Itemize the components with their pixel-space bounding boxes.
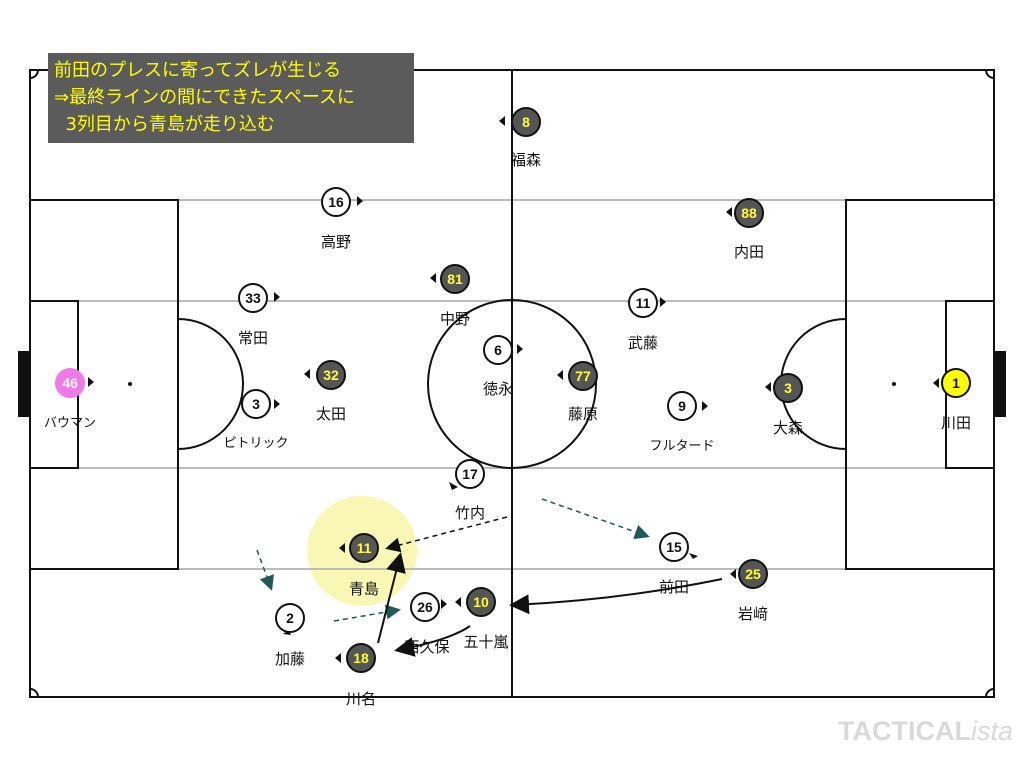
center-circle	[427, 299, 597, 469]
player-name-igarashi: 五十嵐	[463, 633, 509, 651]
player-name-takeuchi: 竹内	[454, 504, 486, 522]
player-token-9: 9	[667, 391, 697, 421]
player-token-10: 10	[466, 587, 496, 617]
player-token-11-white: 11	[628, 288, 658, 318]
player-name-muto: 武藤	[627, 334, 659, 352]
player-token-77: 77	[568, 361, 598, 391]
player-token-46-goalkeeper: 46	[55, 368, 85, 398]
player-token-18: 18	[346, 643, 376, 673]
player-token-26: 26	[410, 592, 440, 622]
annotation-line-3: 3列目から青島が走り込む	[54, 114, 275, 135]
player-name-nakano: 中野	[439, 310, 471, 328]
player-name-fujiwara: 藤原	[567, 405, 599, 423]
left-penalty-arc	[177, 318, 244, 450]
player-name-tokunaga: 徳永	[482, 380, 514, 398]
annotation-line-2: ⇒最終ラインの間にできたスペースに	[54, 87, 355, 108]
left-penalty-area	[29, 199, 179, 570]
player-name-uchida: 内田	[733, 243, 765, 261]
shift-arrow-2	[333, 604, 401, 622]
player-token-15: 15	[659, 532, 689, 562]
player-token-3-dark: 3	[773, 373, 803, 403]
annotation-box: 前田のプレスに寄ってズレが生じる ⇒最終ラインの間にできたスペースに 3列目から…	[48, 53, 414, 143]
player-name-kawana: 川名	[345, 690, 377, 708]
player-token-17: 17	[455, 459, 485, 489]
annotation-line-1: 前田のプレスに寄ってズレが生じる	[54, 60, 342, 81]
player-name-bauman: バウマン	[43, 416, 97, 431]
press-arrow	[541, 498, 650, 540]
player-token-33: 33	[238, 283, 268, 313]
player-token-11-dark: 11	[349, 533, 379, 563]
facing-indicators	[88, 116, 939, 663]
player-token-3-white: 3	[241, 389, 271, 419]
pass-arrow-2	[394, 625, 471, 657]
right-penalty-spot	[892, 382, 896, 386]
player-name-pitrick: ピトリック	[223, 436, 289, 451]
movement-arrows	[256, 498, 723, 657]
player-token-6: 6	[483, 335, 513, 365]
run-arrow	[377, 552, 406, 644]
left-penalty-spot	[128, 382, 132, 386]
left-goal	[18, 351, 30, 417]
dashed-run-arrow	[385, 516, 508, 553]
player-name-fukumori: 福森	[510, 151, 542, 169]
player-token-32: 32	[316, 360, 346, 390]
player-token-81: 81	[440, 264, 470, 294]
player-token-25: 25	[738, 559, 768, 589]
player-token-16: 16	[321, 187, 351, 217]
player-token-88: 88	[734, 198, 764, 228]
player-name-takano: 高野	[320, 233, 352, 251]
player-name-kato: 加藤	[274, 650, 306, 668]
right-goal	[994, 351, 1006, 417]
shift-arrow	[256, 549, 274, 591]
right-penalty-area	[845, 199, 995, 570]
player-name-aoshima: 青島	[348, 580, 380, 598]
player-token-2: 2	[275, 603, 305, 633]
player-name-furtado: フルタード	[649, 439, 715, 454]
player-name-tsuneta: 常田	[237, 329, 269, 347]
player-name-omori: 大森	[772, 419, 804, 437]
player-name-kawata: 川田	[940, 414, 972, 432]
player-name-maeda: 前田	[658, 578, 690, 596]
player-name-ota: 太田	[315, 405, 347, 423]
player-token-1-goalkeeper: 1	[941, 368, 971, 398]
player-name-iwasaki: 岩﨑	[737, 605, 769, 623]
player-token-8: 8	[511, 107, 541, 137]
pass-arrow	[509, 578, 723, 615]
watermark-logo: TACTICALista	[838, 716, 1014, 746]
player-name-nishikubo: 西久保	[404, 638, 450, 656]
